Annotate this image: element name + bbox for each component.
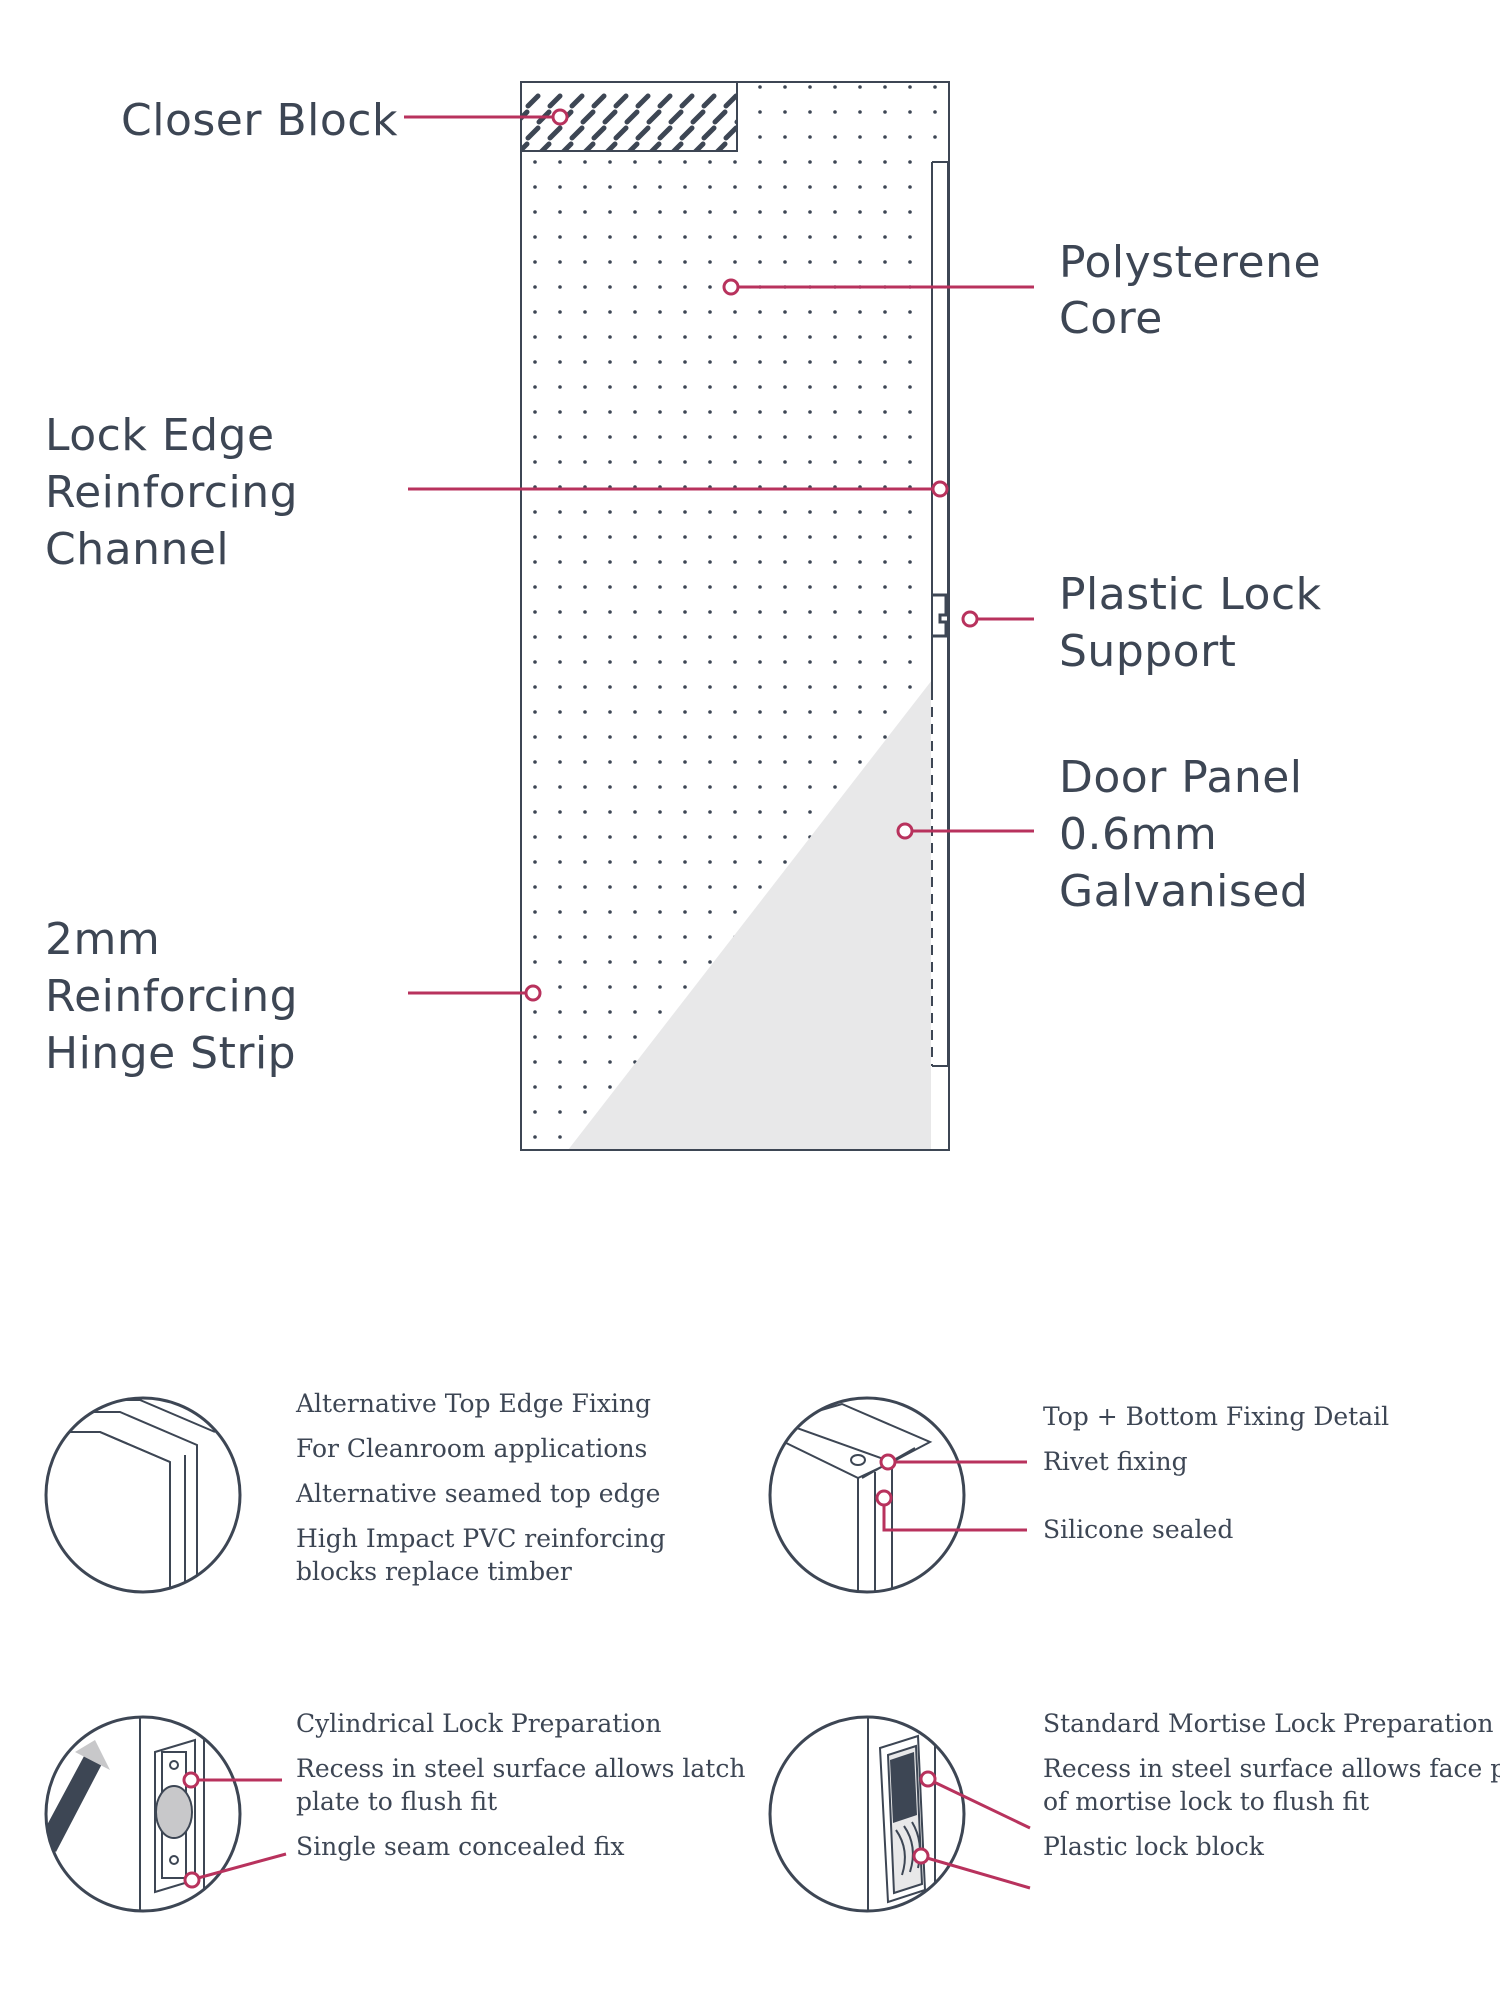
detail-cylindrical-illustration [44, 1715, 242, 1913]
closer-block-marker [551, 108, 569, 126]
cylindrical-callout1: Recess in steel surface allows latch [296, 1754, 745, 1783]
cylindrical-callout2: Single seam concealed fix [296, 1832, 625, 1861]
silicone-marker [875, 1489, 893, 1507]
label-closer-block: Closer Block [121, 95, 398, 146]
label-panel-line2: 0.6mm [1059, 809, 1217, 860]
label-lock-support-line2: Support [1059, 626, 1236, 677]
top-edge-title: Alternative Top Edge Fixing [295, 1389, 651, 1418]
label-hinge-line3: Hinge Strip [45, 1028, 296, 1079]
label-channel-line3: Channel [45, 524, 229, 575]
label-lock-support-line1: Plastic Lock [1059, 569, 1322, 620]
top-edge-line4: High Impact PVC reinforcing [296, 1524, 665, 1553]
detail-top-edge-illustration [44, 1396, 242, 1594]
mortise-callout2: Plastic lock block [1043, 1832, 1265, 1861]
rivet-label: Rivet fixing [1043, 1447, 1188, 1476]
mortise-callout1: Recess in steel surface allows face plat… [1043, 1754, 1500, 1783]
label-panel-line3: Galvanised [1059, 866, 1308, 917]
rivet-marker [879, 1453, 897, 1471]
lock-support-marker [961, 610, 979, 628]
top-edge-line2: For Cleanroom applications [296, 1434, 647, 1463]
detail-mortise-illustration [768, 1715, 966, 1913]
face-plate-marker [919, 1770, 937, 1788]
fixing-title: Top + Bottom Fixing Detail [1043, 1402, 1389, 1431]
label-hinge-line1: 2mm [45, 914, 160, 965]
latch-recess-marker [182, 1771, 200, 1789]
label-channel-line1: Lock Edge [45, 410, 275, 461]
top-edge-line3: Alternative seamed top edge [295, 1479, 660, 1508]
door-outline [520, 81, 950, 1151]
silicone-label: Silicone sealed [1043, 1515, 1233, 1544]
door-panel-marker [896, 822, 914, 840]
lock-block-marker [912, 1847, 930, 1865]
main-leaders [404, 108, 1034, 1002]
label-panel-line1: Door Panel [1059, 752, 1303, 803]
label-core-line2: Core [1059, 293, 1163, 344]
detail-fixing-illustration [768, 1396, 966, 1594]
label-hinge-line2: Reinforcing [45, 971, 298, 1022]
plastic-lock-support-shape [933, 593, 948, 638]
label-core-line1: Polysterene [1059, 237, 1321, 288]
seam-marker [183, 1871, 201, 1889]
channel-marker [931, 480, 949, 498]
door-panel-cutaway [568, 680, 932, 1150]
mortise-callout1b: of mortise lock to flush fit [1043, 1787, 1369, 1816]
cylindrical-title: Cylindrical Lock Preparation [296, 1709, 661, 1738]
mortise-title: Standard Mortise Lock Preparation [1043, 1709, 1493, 1738]
top-edge-line5: blocks replace timber [296, 1557, 572, 1586]
core-marker [722, 278, 740, 296]
lock-edge-strip [931, 150, 949, 1150]
door-section [520, 81, 950, 1151]
hinge-strip-marker [524, 984, 542, 1002]
closer-block [520, 81, 738, 152]
cylindrical-callout1b: plate to flush fit [296, 1787, 497, 1816]
label-channel-line2: Reinforcing [45, 467, 298, 518]
